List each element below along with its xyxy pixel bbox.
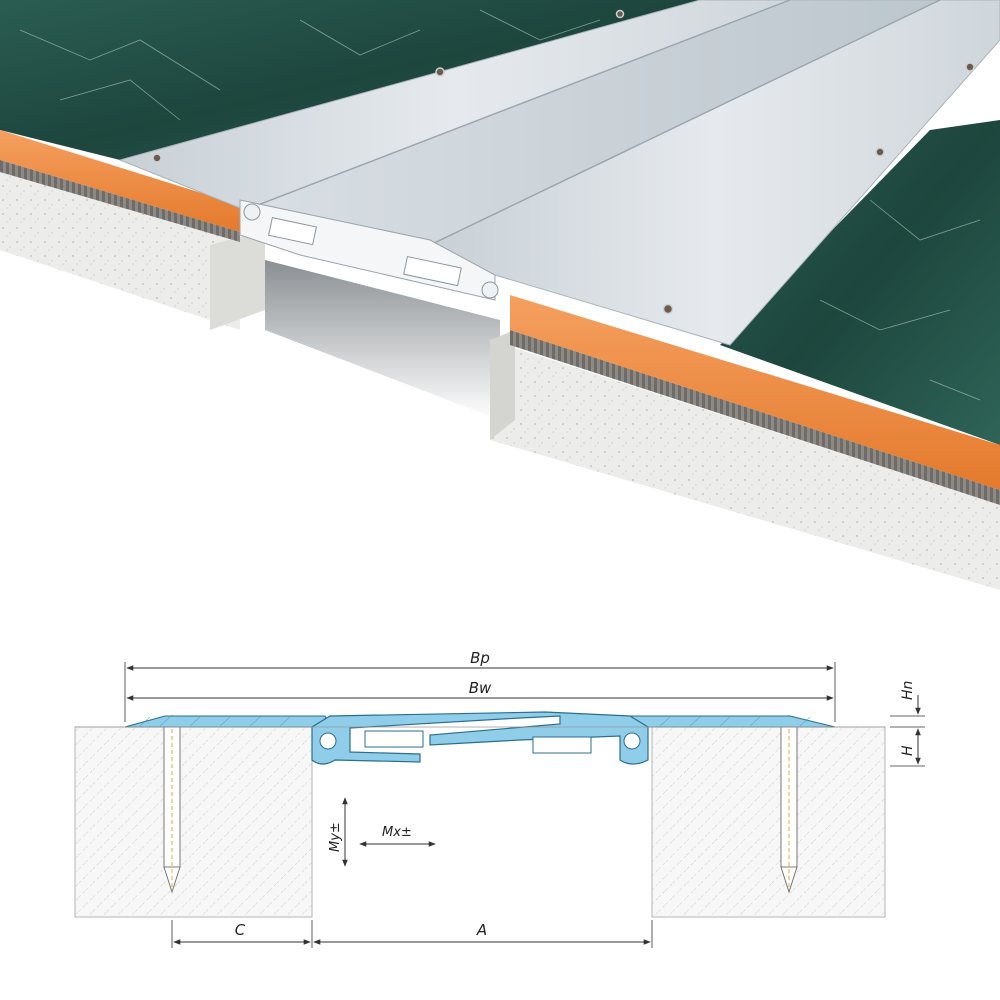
concrete-slab-right-side: [490, 330, 515, 440]
ribbed-layer-left: [0, 160, 240, 242]
anchor-right: [780, 715, 798, 894]
marble-floor-right: [720, 120, 1000, 445]
plate-grooves: [244, 0, 941, 246]
movement-indicators: My± Mx±: [328, 797, 436, 867]
adhesive-strip-left: [0, 130, 240, 232]
marble-floor-left: [0, 0, 700, 160]
product-render: [0, 0, 1000, 590]
dimension-heights: Hn H: [890, 681, 925, 767]
adhesive-strip-right: [510, 295, 1000, 490]
cross-section-drawing: Bp Bw Hn H My± Mx±: [0, 630, 1000, 970]
concrete-slab-left-side: [210, 230, 265, 330]
expansion-joint-render-illustration: [0, 0, 1000, 590]
aluminium-profile-section: [124, 711, 836, 765]
dimension-bw: Bw: [126, 679, 834, 701]
substrate-right: [651, 726, 886, 918]
substrate-left: [74, 726, 313, 918]
label-hn: Hn: [900, 681, 916, 700]
label-my: My±: [328, 822, 343, 852]
label-h: H: [900, 745, 916, 756]
label-a: A: [476, 921, 487, 939]
dimension-c-a: C A: [171, 920, 653, 948]
label-c: C: [235, 921, 246, 939]
label-bp: Bp: [470, 649, 490, 667]
ribbed-layer-right: [510, 330, 1000, 505]
profile-end-section: [239, 199, 499, 301]
cross-section-svg: Bp Bw Hn H My± Mx±: [74, 649, 925, 948]
label-bw: Bw: [469, 679, 492, 697]
marble-veins: [19, 9, 981, 401]
joint-gap-shadow: [265, 260, 500, 420]
concrete-slab-right-front: [490, 340, 1000, 590]
aluminium-plate-left: [118, 0, 791, 211]
concrete-slab-left-top: [0, 160, 240, 330]
dimension-bp: Bp: [124, 649, 836, 722]
screw-heads: [152, 9, 975, 315]
anchor-left: [163, 715, 181, 894]
label-mx: Mx±: [382, 825, 412, 840]
